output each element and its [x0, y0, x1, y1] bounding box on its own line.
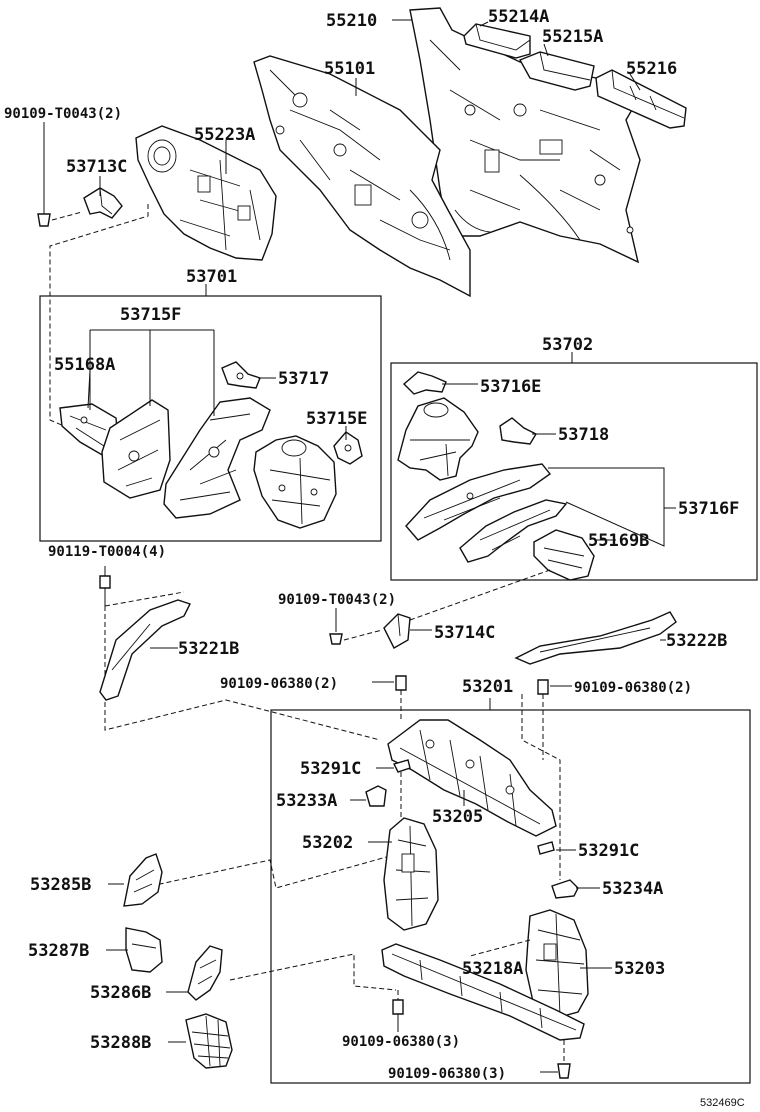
- label-53718: 53718: [558, 425, 609, 445]
- label-53713C: 53713C: [66, 157, 127, 177]
- dash-link-53714C: [343, 569, 551, 641]
- apron-53716F-b: [459, 499, 568, 563]
- label-53205: 53205: [432, 807, 483, 827]
- bracket-53718: [499, 417, 537, 445]
- insulator-55223A: [135, 125, 277, 261]
- bar-53222B: [514, 611, 677, 665]
- label-53701: 53701: [186, 267, 237, 287]
- bolt-90119-T0004: [99, 575, 111, 606]
- bolt-90109-06380-bottom1: [392, 990, 404, 1015]
- dash-panel-55210: [409, 7, 642, 264]
- label-53233A: 53233A: [276, 791, 337, 811]
- insulator-55214A: [463, 23, 531, 59]
- insulator-55215A: [519, 51, 595, 91]
- label-90109-T0043-mid: 90109-T0043(2): [278, 592, 396, 608]
- label-53202: 53202: [302, 833, 353, 853]
- bracket-53714C: [383, 613, 411, 649]
- label-53218A: 53218A: [462, 959, 523, 979]
- cover-53287B: [125, 927, 163, 973]
- suspension-tower-right: [397, 397, 479, 481]
- label-53285B: 53285B: [30, 875, 91, 895]
- suspension-tower-left: [253, 435, 337, 529]
- label-90109-06380-bottom1: 90109-06380(3): [342, 1034, 460, 1050]
- bracket-53717: [221, 361, 261, 389]
- apron-53715F-a: [101, 399, 171, 499]
- label-55168A: 55168A: [54, 355, 115, 375]
- label-53288B: 53288B: [90, 1033, 151, 1053]
- label-55210: 55210: [326, 11, 377, 31]
- label-53717: 53717: [278, 369, 329, 389]
- label-90119-T0004: 90119-T0004(4): [48, 544, 166, 560]
- radiator-support-upper-53205: [387, 719, 557, 837]
- bolt-90109-06380-left: [395, 675, 407, 720]
- cover-53286B: [187, 945, 223, 1001]
- dash-link-53713C: [49, 204, 149, 427]
- dash-link-53202: [159, 772, 402, 889]
- label-53203: 53203: [614, 959, 665, 979]
- label-53286B: 53286B: [90, 983, 151, 1003]
- dash-panel-55101: [253, 55, 471, 298]
- bracket-55169B: [533, 529, 595, 581]
- insulator-55216: [595, 69, 687, 129]
- group-box-53702: [390, 362, 758, 581]
- label-53221B: 53221B: [178, 639, 239, 659]
- group-box-53701: [39, 295, 382, 542]
- label-53291C-top: 53291C: [300, 759, 361, 779]
- label-53222B: 53222B: [666, 631, 727, 651]
- bracket-53713C: [83, 187, 123, 219]
- clip-53291C-top: [392, 759, 411, 773]
- apron-53715F-b: [163, 397, 271, 519]
- label-53291C-bottom: 53291C: [578, 841, 639, 861]
- label-55223A: 55223A: [194, 125, 255, 145]
- cover-53288B: [185, 1013, 233, 1069]
- label-90109-T0043-top: 90109-T0043(2): [4, 106, 122, 122]
- group-box-53201: [270, 709, 751, 1084]
- clip-53291C-bottom: [537, 841, 555, 855]
- dash-link-53218A: [229, 939, 531, 991]
- cover-53285B: [123, 853, 163, 907]
- label-55101: 55101: [324, 59, 375, 79]
- label-53714C: 53714C: [434, 623, 495, 643]
- bracket-53716E: [402, 371, 447, 395]
- label-55216: 55216: [626, 59, 677, 79]
- bolt-90109-T0043-top: [37, 122, 51, 227]
- bolt-90109-06380-bottom2: [557, 1040, 571, 1079]
- label-55214A: 55214A: [488, 7, 549, 27]
- label-53715F: 53715F: [120, 305, 181, 325]
- label-53716F: 53716F: [678, 499, 739, 519]
- diagram-code: 532469C: [700, 1097, 745, 1109]
- bracket-53234A: [551, 879, 579, 899]
- leader-lines: [87, 19, 676, 1073]
- label-55169B: 55169B: [588, 531, 649, 551]
- label-90109-06380-left: 90109-06380(2): [220, 676, 338, 692]
- label-53715E: 53715E: [306, 409, 367, 429]
- label-90109-06380-bottom2: 90109-06380(3): [388, 1066, 506, 1082]
- bracket-53221B: [99, 599, 191, 701]
- apron-53716F-a: [405, 463, 552, 541]
- radiator-support-side-53203: [525, 909, 589, 1019]
- label-53716E: 53716E: [480, 377, 541, 397]
- bracket-53715E: [333, 431, 363, 465]
- bolt-90109-T0043-mid: [329, 633, 343, 645]
- label-53702: 53702: [542, 335, 593, 355]
- label-53201: 53201: [462, 677, 513, 697]
- label-55215A: 55215A: [542, 27, 603, 47]
- radiator-support-lower-53218A: [381, 943, 585, 1041]
- bolt-90109-06380-right: [521, 679, 561, 880]
- label-53287B: 53287B: [28, 941, 89, 961]
- radiator-support-side-53202: [383, 817, 439, 931]
- dash-link-53221B: [104, 591, 381, 741]
- label-53234A: 53234A: [602, 879, 663, 899]
- label-90109-06380-right: 90109-06380(2): [574, 680, 692, 696]
- bracket-53233A: [365, 785, 387, 807]
